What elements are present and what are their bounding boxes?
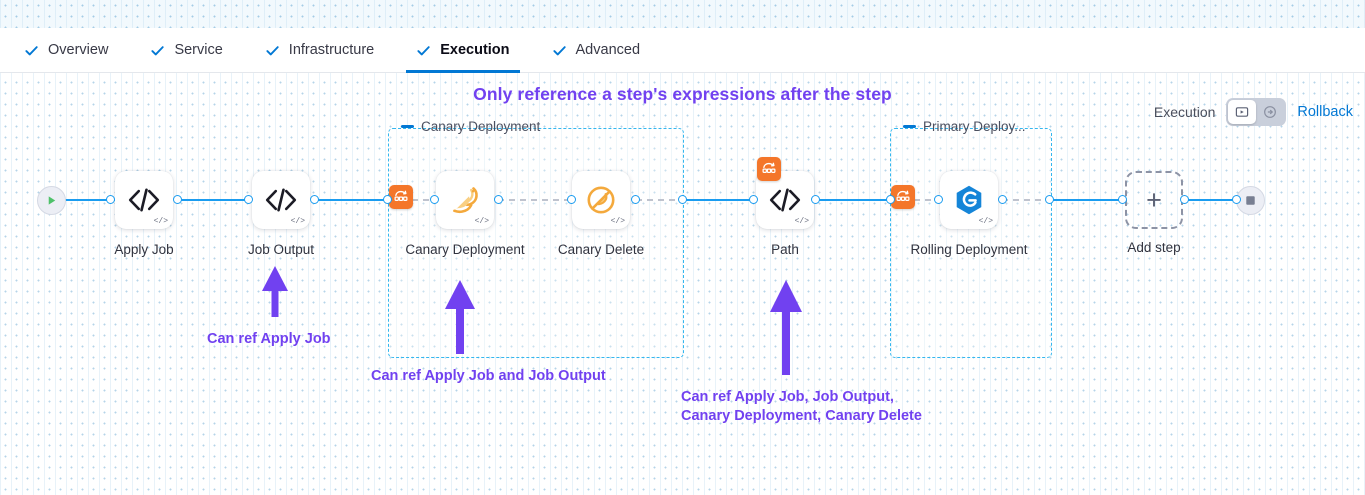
connector-dot[interactable]	[886, 195, 895, 204]
check-icon	[24, 43, 39, 58]
execution-mode-control: Execution	[1154, 98, 1353, 126]
rollback-mode-button[interactable]	[1256, 100, 1284, 124]
connector-dot[interactable]	[811, 195, 820, 204]
code-icon	[768, 187, 802, 213]
check-icon	[265, 43, 280, 58]
annotation-arrow-1	[262, 266, 288, 317]
connector-dot[interactable]	[383, 195, 392, 204]
step-label-rolling-deployment: Rolling Deployment	[910, 242, 1028, 257]
connector-dot[interactable]	[934, 195, 943, 204]
stage-group-primary-label: Primary Deploy...	[923, 119, 1026, 134]
connector-dot[interactable]	[173, 195, 182, 204]
connector-dot[interactable]	[1232, 195, 1241, 204]
rollback-link[interactable]: Rollback	[1297, 104, 1353, 120]
execution-play-icon	[1235, 105, 1249, 119]
check-icon	[150, 43, 165, 58]
code-badge-icon: </>	[978, 217, 993, 226]
tab-service-label: Service	[174, 42, 223, 58]
tab-infrastructure[interactable]: Infrastructure	[255, 28, 384, 72]
code-badge-icon: </>	[474, 217, 489, 226]
tab-list: Overview Service Infrastructure Executio…	[0, 28, 672, 73]
step-label-apply-job: Apply Job	[114, 242, 174, 257]
step-group-icon[interactable]	[389, 185, 413, 209]
pipeline-graph: Canary Deployment Primary Deploy...	[0, 72, 1365, 495]
code-badge-icon: </>	[794, 217, 809, 226]
step-label-canary-deployment: Canary Deployment	[405, 242, 525, 257]
annotation-text-3: Can ref Apply Job, Job Output, Canary De…	[681, 389, 922, 424]
connector-dot[interactable]	[749, 195, 758, 204]
connector-dot[interactable]	[1045, 195, 1054, 204]
step-label-job-output: Job Output	[247, 242, 315, 257]
add-step-button[interactable]: +	[1125, 171, 1183, 229]
step-node-job-output[interactable]: </>	[252, 171, 310, 229]
stage-group-canary-label: Canary Deployment	[421, 119, 541, 134]
tab-execution[interactable]: Execution	[406, 28, 520, 73]
step-label-path: Path	[771, 242, 799, 257]
stage-group-primary-title: Primary Deploy...	[903, 119, 1026, 134]
pipeline-start-node[interactable]	[37, 186, 66, 215]
annotation-text-1: Can ref Apply Job	[207, 331, 331, 347]
canvas-top-strip	[0, 0, 1365, 28]
rollback-arrow-icon	[1263, 105, 1277, 119]
canary-bird-icon	[448, 183, 482, 217]
tab-advanced[interactable]: Advanced	[542, 28, 651, 72]
execution-mode-label: Execution	[1153, 104, 1216, 120]
step-group-icon[interactable]	[757, 157, 781, 181]
connector-dot[interactable]	[678, 195, 687, 204]
annotation-arrow-3	[770, 280, 802, 375]
collapse-toggle-icon[interactable]	[401, 125, 414, 128]
play-icon	[45, 194, 58, 207]
connector-dot[interactable]	[631, 195, 640, 204]
execution-rollback-toggle[interactable]	[1226, 98, 1287, 126]
step-node-canary-delete[interactable]: </>	[572, 171, 630, 229]
tab-overview[interactable]: Overview	[14, 28, 118, 72]
add-step-label: Add step	[1127, 240, 1181, 255]
pipeline-canvas[interactable]: Only reference a step's expressions afte…	[0, 72, 1365, 495]
tab-execution-label: Execution	[440, 42, 510, 58]
stage-group-canary-title: Canary Deployment	[401, 119, 540, 134]
step-node-apply-job[interactable]: </>	[115, 171, 173, 229]
check-icon	[416, 43, 431, 58]
stage-group-canary-deployment[interactable]: Canary Deployment	[388, 119, 684, 358]
plus-icon: +	[1146, 184, 1162, 215]
connector-dot[interactable]	[1118, 195, 1127, 204]
code-badge-icon: </>	[610, 217, 625, 226]
connector-dot[interactable]	[106, 195, 115, 204]
connector-dot[interactable]	[494, 195, 503, 204]
check-icon	[552, 43, 567, 58]
step-group-icon[interactable]	[891, 185, 915, 209]
tab-overview-label: Overview	[48, 42, 109, 58]
stop-square-icon	[1245, 195, 1256, 206]
connector-dot[interactable]	[310, 195, 319, 204]
stage-group-primary-deploy[interactable]: Primary Deploy...	[890, 119, 1052, 358]
connector-dot[interactable]	[567, 195, 576, 204]
execution-mode-button[interactable]	[1228, 100, 1257, 124]
connector-dot[interactable]	[1180, 195, 1189, 204]
connector-dot[interactable]	[244, 195, 253, 204]
page-headline: Only reference a step's expressions afte…	[473, 84, 892, 104]
tab-service[interactable]: Service	[140, 28, 232, 72]
connector-dot[interactable]	[998, 195, 1007, 204]
canary-delete-icon	[584, 183, 618, 217]
code-badge-icon: </>	[290, 217, 305, 226]
connector-dot[interactable]	[430, 195, 439, 204]
code-icon	[127, 187, 161, 213]
step-node-rolling-deployment[interactable]: </>	[940, 171, 998, 229]
step-node-canary-deployment[interactable]: </>	[436, 171, 494, 229]
annotation-text-2: Can ref Apply Job and Job Output	[371, 368, 606, 384]
code-badge-icon: </>	[153, 217, 168, 226]
rolling-deployment-icon	[953, 184, 985, 216]
code-icon	[264, 187, 298, 213]
collapse-toggle-icon[interactable]	[903, 125, 916, 128]
tab-infrastructure-label: Infrastructure	[288, 42, 375, 58]
pipeline-tab-bar: Overview Service Infrastructure Executio…	[0, 28, 1365, 73]
tab-advanced-label: Advanced	[575, 42, 641, 58]
step-label-canary-delete: Canary Delete	[557, 242, 645, 257]
